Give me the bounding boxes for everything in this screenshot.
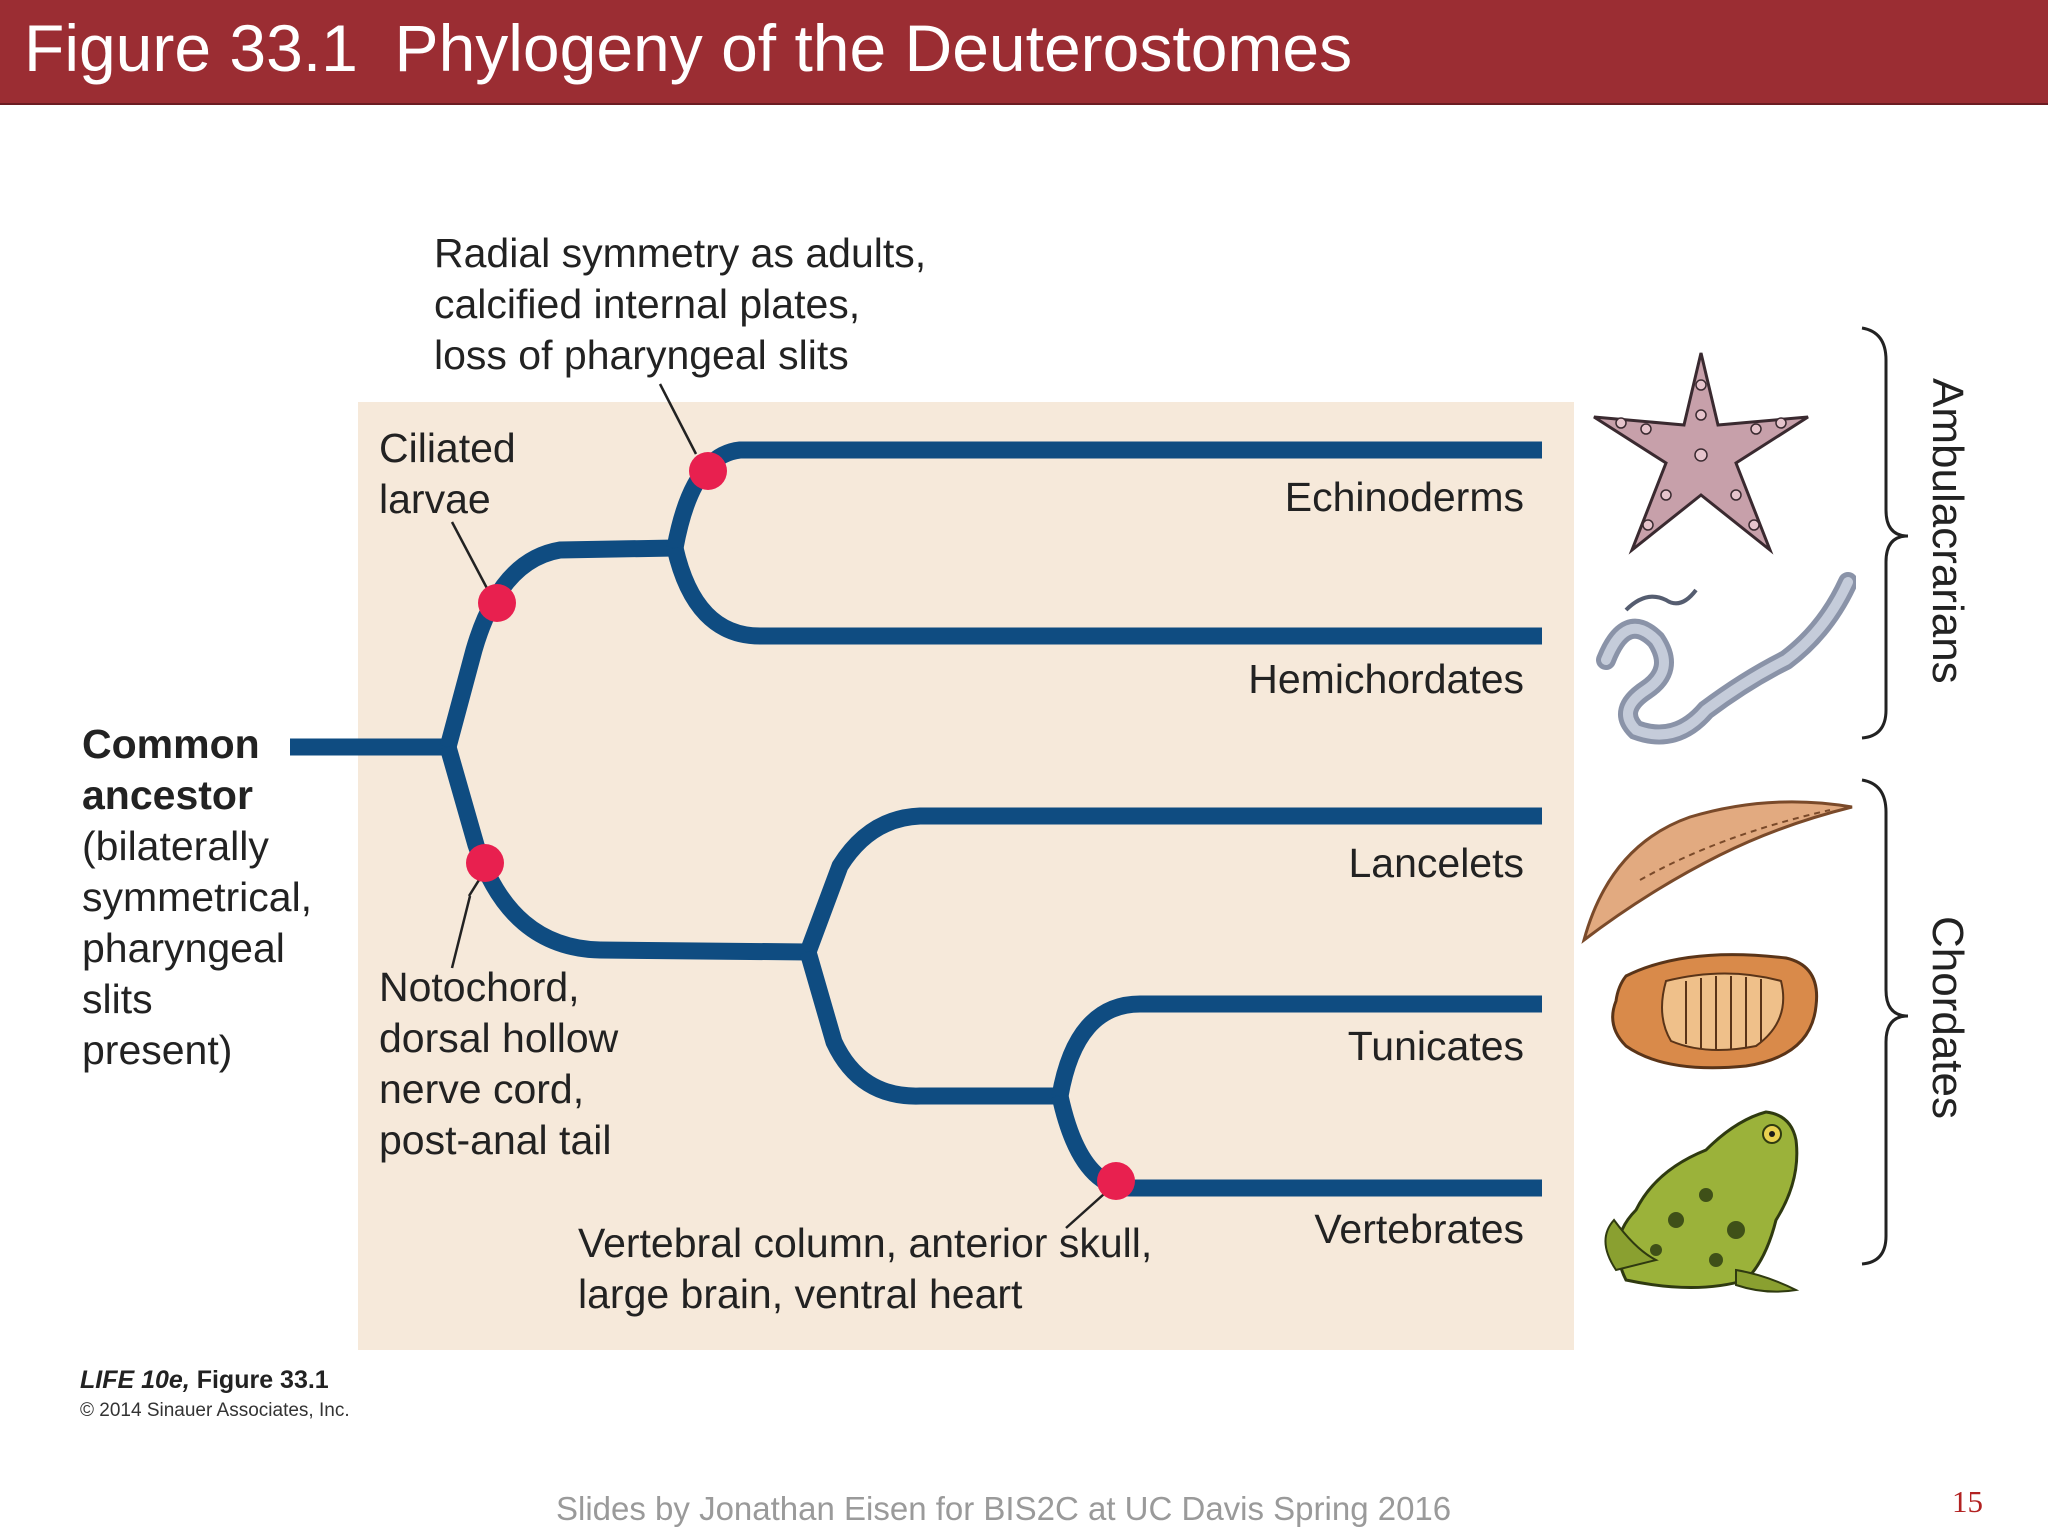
branch-olfactores	[799, 949, 1060, 1105]
annotation-line: large brain, ventral heart	[578, 1271, 1023, 1317]
annotation-line: Vertebral column, anterior skull,	[578, 1220, 1153, 1266]
annotation-line: loss of pharyngeal slits	[434, 332, 849, 378]
pointer-ciliated-larvae	[450, 521, 492, 595]
root-desc-line: present)	[82, 1027, 233, 1073]
annotation-line: calcified internal plates,	[434, 281, 861, 327]
branch-lancelets	[800, 807, 1542, 955]
root-label-bold: Common ancestor	[82, 719, 260, 821]
pointer-vertebrate-traits	[1065, 1193, 1105, 1229]
sea-star-icon	[1593, 352, 1809, 555]
node-echinoderm-traits	[689, 452, 727, 490]
brace-chordates	[1861, 778, 1909, 1266]
pointer-chordate-traits-line	[450, 895, 472, 969]
annotation-echinoderm-traits: Radial symmetry as adults, calcified int…	[434, 228, 926, 381]
node-chordate-traits	[466, 844, 504, 882]
taxon-label-tunicates: Tunicates	[1347, 1023, 1524, 1069]
root-label-description: (bilaterally symmetrical, pharyngeal sli…	[82, 821, 312, 1076]
annotation-line: Ciliated	[379, 425, 516, 471]
taxon-label-hemichordates: Hemichordates	[1248, 656, 1524, 702]
taxon-label-lancelets: Lancelets	[1348, 840, 1524, 886]
taxon-label-echinoderms: Echinoderms	[1284, 474, 1524, 520]
acorn-worm-icon	[1596, 572, 1856, 745]
pointer-echinoderm-traits	[658, 383, 698, 455]
root-desc-line: slits	[82, 976, 153, 1022]
slide-title: Figure 33.1 Phylogeny of the Deuterostom…	[24, 11, 1353, 85]
brace-ambulacrarians	[1861, 326, 1909, 740]
branch-ambulacraria	[439, 539, 676, 750]
root-label-line: ancestor	[82, 772, 253, 818]
root-label-line: Common	[82, 721, 260, 767]
annotation-line: nerve cord,	[379, 1066, 585, 1112]
frog-icon	[1604, 1110, 1800, 1293]
root-desc-line: symmetrical,	[82, 874, 313, 920]
tunicate-icon	[1611, 953, 1819, 1070]
figure-credit: LIFE 10e, Figure 33.1	[80, 1366, 329, 1395]
annotation-line: Notochord,	[379, 964, 580, 1010]
branch-chordates	[439, 744, 809, 961]
root-desc-line: (bilaterally	[82, 823, 269, 869]
branch-tunicates	[1051, 995, 1542, 1098]
annotation-ciliated-larvae: Ciliated larvae	[379, 423, 516, 525]
branch-hemichordates	[666, 546, 1542, 645]
title-bar: Figure 33.1 Phylogeny of the Deuterostom…	[0, 0, 2048, 105]
annotation-line: Radial symmetry as adults,	[434, 230, 927, 276]
node-vertebrate-traits	[1097, 1162, 1135, 1200]
annotation-vertebrate-traits: Vertebral column, anterior skull, large …	[578, 1218, 1152, 1320]
annotation-chordate-traits: Notochord, dorsal hollow nerve cord, pos…	[379, 962, 618, 1166]
group-label-chordates: Chordates	[1923, 916, 1972, 1120]
footer-text: Slides by Jonathan Eisen for BIS2C at UC…	[556, 1490, 1452, 1527]
figure-number: Figure 33.1	[189, 1366, 329, 1394]
group-label-ambulacrarians: Ambulacrarians	[1923, 378, 1972, 684]
annotation-line: larvae	[379, 476, 491, 522]
book-title: LIFE 10e,	[80, 1366, 190, 1394]
root-desc-line: pharyngeal	[82, 925, 285, 971]
lancelet-icon	[1581, 800, 1853, 944]
annotation-line: dorsal hollow	[379, 1015, 619, 1061]
copyright: © 2014 Sinauer Associates, Inc.	[80, 1400, 350, 1421]
annotation-line: post-anal tail	[379, 1117, 612, 1163]
taxon-label-vertebrates: Vertebrates	[1314, 1206, 1524, 1252]
node-ciliated-larvae	[478, 584, 516, 622]
page-number: 15	[1952, 1484, 1983, 1519]
